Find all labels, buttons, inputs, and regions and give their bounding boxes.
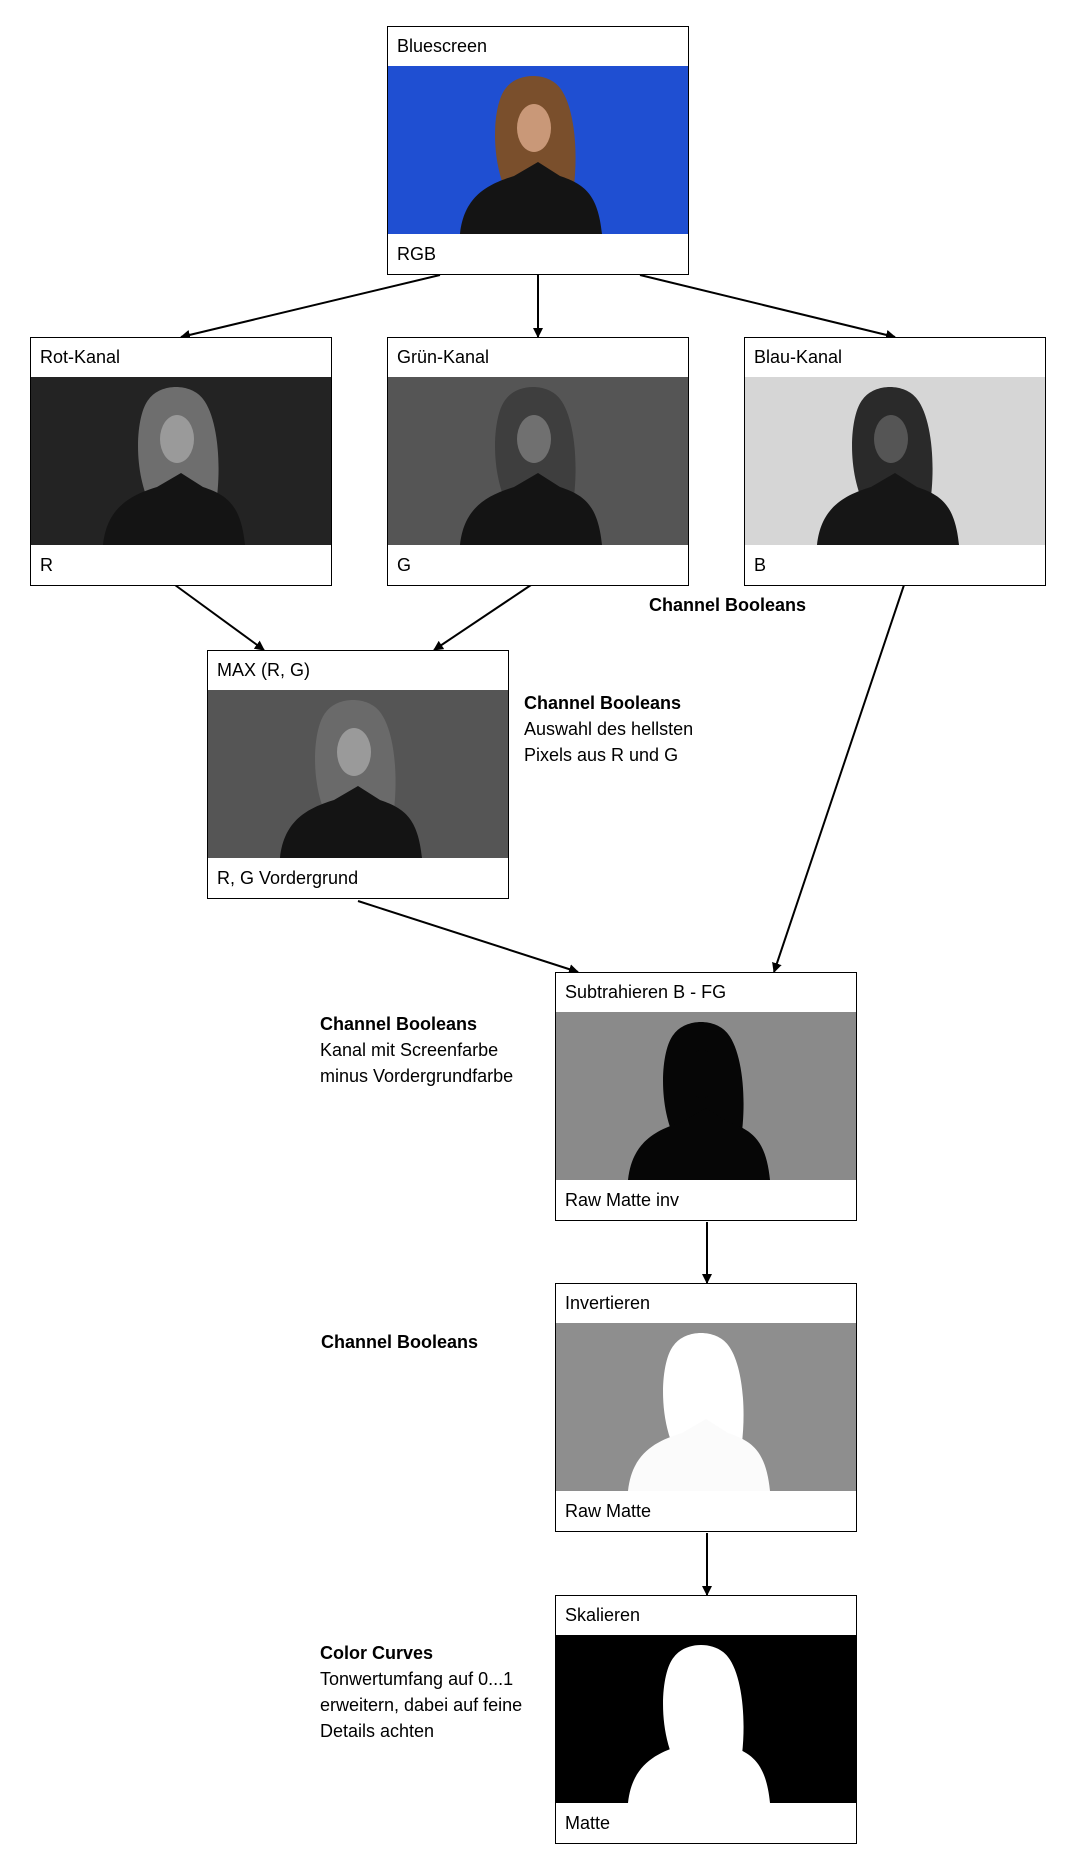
- face-shape: [160, 415, 194, 463]
- note-color-curves: Color Curves Tonwertumfang auf 0...1 erw…: [320, 1640, 522, 1744]
- note-title: Channel Booleans: [649, 595, 807, 615]
- node-title: Skalieren: [565, 1605, 641, 1625]
- node-image: [745, 377, 1045, 545]
- note-line: Pixels aus R und G: [524, 745, 679, 765]
- note-line: Auswahl des hellsten: [524, 719, 694, 739]
- face-shape: [517, 104, 551, 152]
- node-footer: Raw Matte: [565, 1501, 652, 1521]
- node-footer: Matte: [565, 1813, 611, 1833]
- arrow-rgb-to-red: [180, 274, 441, 340]
- note-line: Kanal mit Screenfarbe: [320, 1040, 499, 1060]
- body-shape: [817, 473, 959, 545]
- arrow-rgb-to-blue: [639, 274, 896, 340]
- arrow-red-to-max: [174, 584, 265, 651]
- node-image: [31, 377, 331, 545]
- face-shape: [685, 1361, 719, 1409]
- node-title: Bluescreen: [397, 36, 488, 56]
- node-footer: RGB: [397, 244, 437, 264]
- node-footer: G: [397, 555, 412, 575]
- node-subtrahieren: Subtrahieren B - FG Raw Matte inv: [555, 972, 857, 1221]
- note-line: erweitern, dabei auf feine: [320, 1695, 523, 1715]
- node-image: [388, 377, 688, 545]
- node-title: Rot-Kanal: [40, 347, 121, 367]
- arrow-green-to-max: [433, 584, 532, 651]
- body-shape: [460, 473, 602, 545]
- face-shape: [685, 1673, 719, 1721]
- arrow-blue-to-subtract: [772, 584, 905, 973]
- face-shape: [685, 1050, 719, 1098]
- body-shape: [460, 162, 602, 234]
- arrow-max-to-subtract: [357, 900, 579, 974]
- note-channel-booleans-invert: Channel Booleans: [321, 1329, 478, 1355]
- note-title: Channel Booleans: [524, 693, 682, 713]
- note-line: minus Vordergrundfarbe: [320, 1066, 514, 1086]
- node-footer: R, G Vordergrund: [217, 868, 359, 888]
- node-image: [556, 1635, 856, 1803]
- body-shape: [628, 1419, 770, 1491]
- node-max-rg: MAX (R, G) R, G Vordergrund: [207, 650, 509, 899]
- body-shape: [628, 1108, 770, 1180]
- note-title: Channel Booleans: [321, 1332, 479, 1352]
- node-title: Invertieren: [565, 1293, 651, 1313]
- body-shape: [280, 786, 422, 858]
- node-footer: R: [40, 555, 53, 575]
- note-channel-booleans-blue: Channel Booleans: [649, 592, 806, 618]
- face-shape: [337, 728, 371, 776]
- node-title: Grün-Kanal: [397, 347, 490, 367]
- node-title: Blau-Kanal: [754, 347, 843, 367]
- face-shape: [874, 415, 908, 463]
- body-shape: [103, 473, 245, 545]
- node-image: [208, 690, 508, 858]
- note-title: Color Curves: [320, 1643, 434, 1663]
- note-channel-booleans-max: Channel Booleans Auswahl des hellsten Pi…: [524, 690, 693, 768]
- node-title: MAX (R, G): [217, 660, 310, 680]
- node-image: [388, 66, 688, 234]
- node-footer: B: [754, 555, 767, 575]
- node-title: Subtrahieren B - FG: [565, 982, 727, 1002]
- note-line: Tonwertumfang auf 0...1: [320, 1669, 514, 1689]
- node-footer: Raw Matte inv: [565, 1190, 680, 1210]
- note-title: Channel Booleans: [320, 1014, 478, 1034]
- body-shape: [628, 1731, 770, 1803]
- note-channel-booleans-subtract: Channel Booleans Kanal mit Screenfarbe m…: [320, 1011, 513, 1089]
- node-image: [556, 1323, 856, 1491]
- node-image: [556, 1012, 856, 1180]
- face-shape: [517, 415, 551, 463]
- note-line: Details achten: [320, 1721, 435, 1741]
